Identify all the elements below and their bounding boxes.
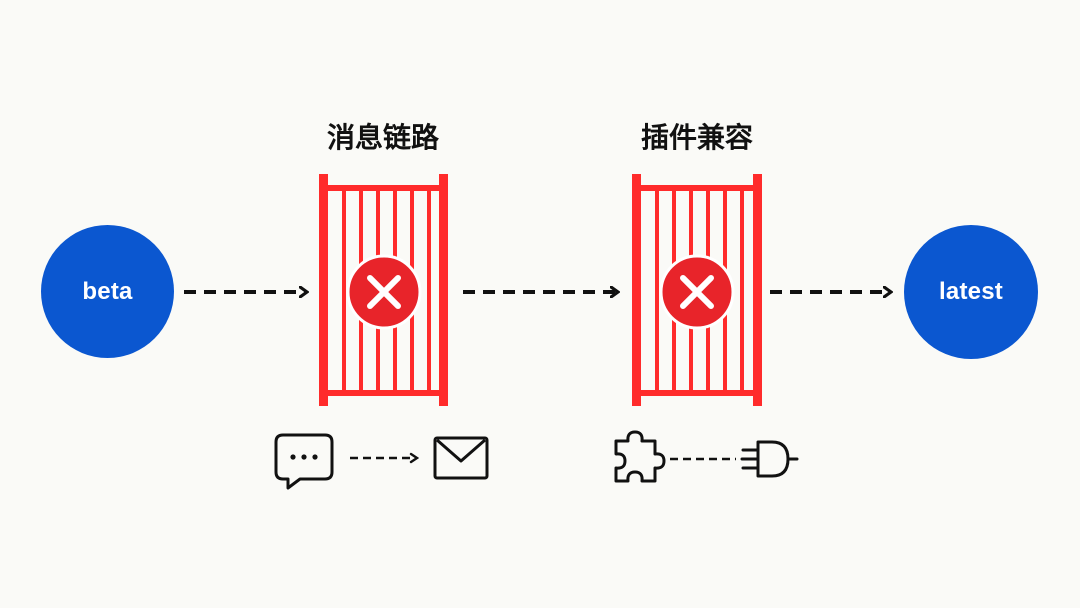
gate-2-label: 插件兼容: [640, 121, 753, 154]
blocked-x-icon: [680, 275, 714, 309]
chat-bubble-icon: [274, 433, 334, 490]
gate-1-label: 消息链路: [326, 121, 439, 154]
envelope-icon: [433, 436, 489, 480]
target-node-label: latest: [939, 278, 1003, 305]
gate-1-barrier: [319, 174, 448, 406]
plug-icon: [740, 440, 799, 478]
blocked-x-icon: [367, 275, 401, 309]
puzzle-piece-icon: [614, 430, 666, 483]
target-node-latest: latest: [904, 225, 1038, 359]
gate-2-barrier: [632, 174, 762, 406]
source-node-beta: beta: [41, 225, 174, 358]
source-node-label: beta: [82, 277, 133, 305]
